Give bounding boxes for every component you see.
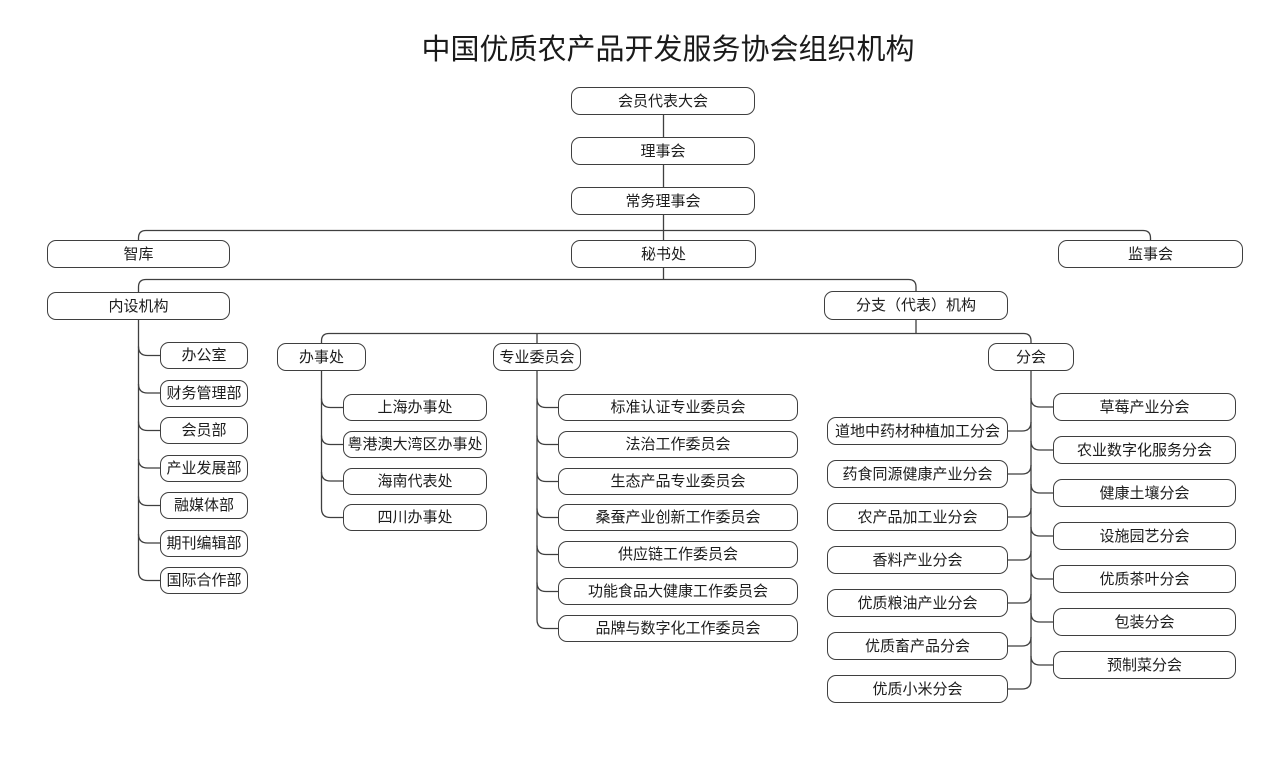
branch-node: 道地中药材种植加工分会 [827, 417, 1008, 445]
node-internal-organs: 内设机构 [47, 292, 230, 320]
committee-node: 桑蚕产业创新工作委员会 [558, 504, 798, 531]
office-node: 四川办事处 [343, 504, 487, 531]
connector-branch-orgs-rail [320, 320, 1032, 343]
branch-node: 包装分会 [1053, 608, 1236, 636]
office-node: 粤港澳大湾区办事处 [343, 431, 487, 458]
committee-node: 品牌与数字化工作委员会 [558, 615, 798, 642]
branch-node: 香料产业分会 [827, 546, 1008, 574]
node-members-congress: 会员代表大会 [571, 87, 755, 115]
internal-dept-node: 期刊编辑部 [160, 529, 248, 557]
office-node: 海南代表处 [343, 467, 487, 495]
connector-branches-trunk [1008, 371, 1053, 690]
internal-dept-node: 产业发展部 [160, 454, 248, 482]
branch-node: 优质畜产品分会 [827, 632, 1008, 660]
branch-node: 药食同源健康产业分会 [827, 460, 1008, 488]
node-think-tank: 智库 [47, 240, 230, 268]
committee-node: 供应链工作委员会 [558, 541, 798, 568]
committee-node: 标准认证专业委员会 [558, 394, 798, 421]
branch-node: 优质小米分会 [827, 675, 1008, 703]
branch-node: 设施园艺分会 [1053, 522, 1236, 550]
page-title: 中国优质农产品开发服务协会组织机构 [421, 34, 915, 66]
node-council: 理事会 [571, 137, 755, 165]
node-committees-header: 专业委员会 [493, 343, 581, 371]
node-supervisory-board: 监事会 [1058, 240, 1243, 268]
office-node: 上海办事处 [343, 394, 487, 421]
branch-node: 农产品加工业分会 [827, 503, 1008, 531]
branch-node: 优质粮油产业分会 [827, 589, 1008, 617]
branch-node: 健康土壤分会 [1053, 479, 1236, 507]
node-secretariat: 秘书处 [571, 240, 756, 268]
node-branches-header: 分会 [988, 343, 1074, 371]
committee-node: 功能食品大健康工作委员会 [558, 578, 798, 605]
connector-internal-organs-trunk [137, 320, 160, 582]
branch-node: 预制菜分会 [1053, 651, 1236, 679]
node-offices-header: 办事处 [277, 343, 366, 371]
internal-dept-node: 办公室 [160, 342, 248, 369]
connector-secretariat-rail [137, 268, 917, 292]
committee-node: 生态产品专业委员会 [558, 468, 798, 495]
connector-offices-trunk [320, 371, 343, 519]
branch-node: 优质茶叶分会 [1053, 565, 1236, 593]
branch-node: 草莓产业分会 [1053, 393, 1236, 421]
internal-dept-node: 融媒体部 [160, 492, 248, 519]
connector-level2-rail [137, 229, 1152, 240]
internal-dept-node: 财务管理部 [160, 379, 248, 407]
committee-node: 法治工作委员会 [558, 431, 798, 458]
connector-committees-trunk [536, 371, 558, 630]
internal-dept-node: 国际合作部 [160, 567, 248, 594]
node-standing-council: 常务理事会 [571, 187, 755, 215]
internal-dept-node: 会员部 [160, 417, 248, 444]
node-branch-representative-organs: 分支（代表）机构 [824, 291, 1008, 320]
branch-node: 农业数字化服务分会 [1053, 436, 1236, 464]
